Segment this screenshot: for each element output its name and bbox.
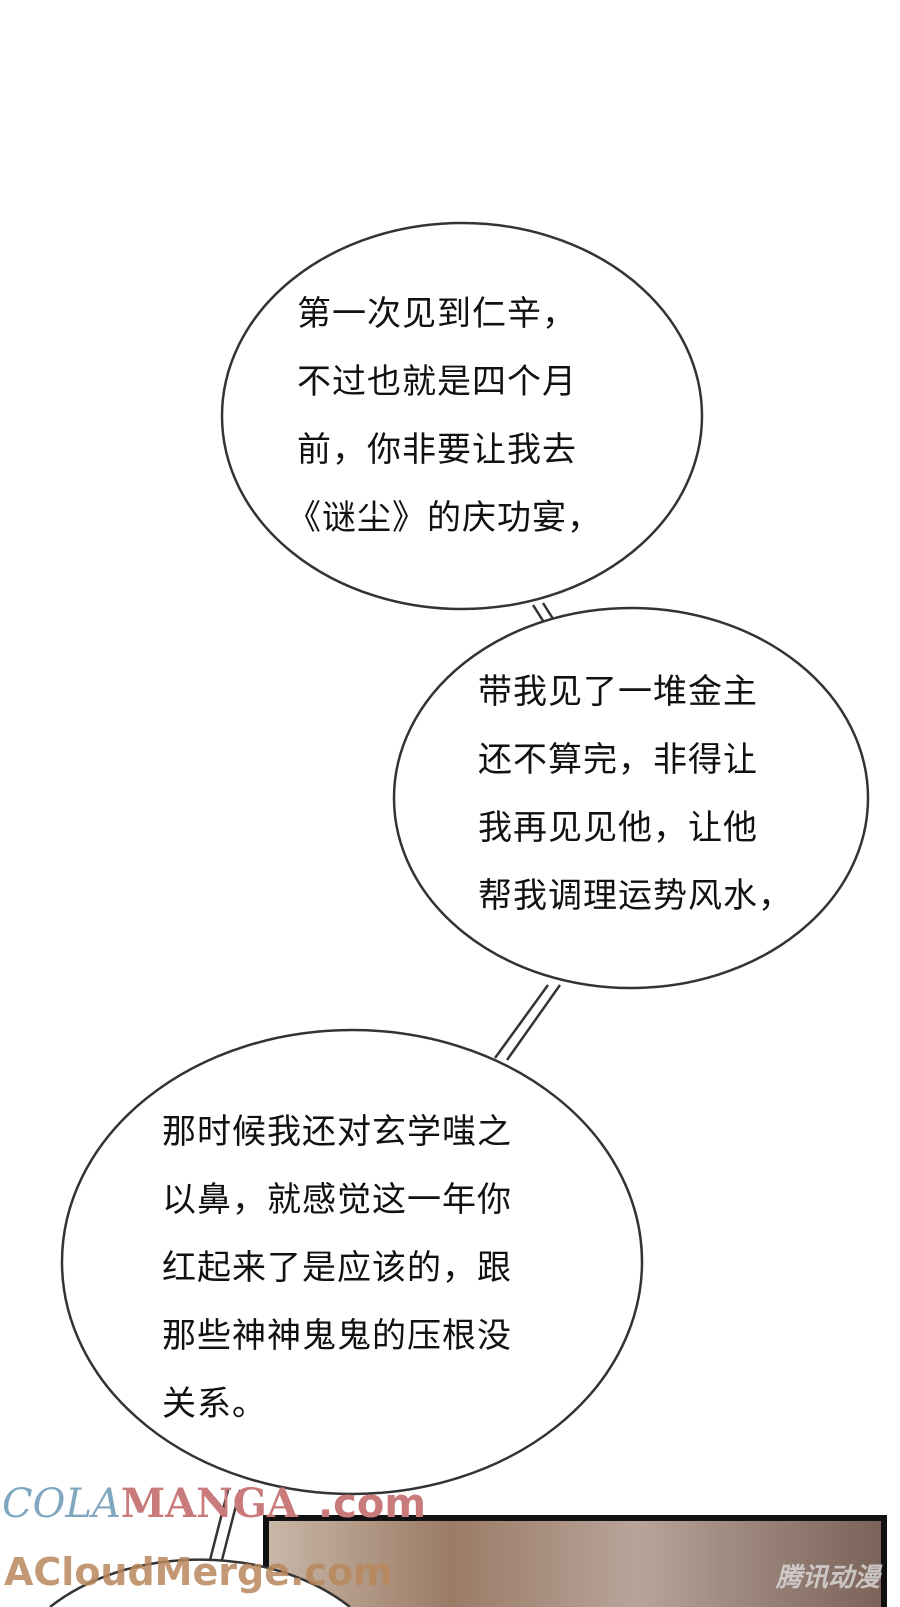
watermark-part: .com	[317, 1481, 427, 1527]
speech-bubble-1	[220, 221, 704, 611]
text-line: 关系。	[162, 1384, 267, 1424]
speech-bubble-3	[60, 1028, 644, 1496]
watermark-acloudmerge: ACloudMerge.com	[4, 1550, 393, 1594]
text-line: 那些神神鬼鬼的压根没	[162, 1316, 512, 1356]
text-line: 帮我调理运势风水，	[478, 876, 793, 916]
watermark-colamanga: COLAMANGA .com	[2, 1480, 426, 1528]
bubble-2-text: 带我见了一堆金主 还不算完，非得让 我再见见他，让他 帮我调理运势风水，	[478, 658, 793, 930]
text-line: 以鼻，就感觉这一年你	[162, 1180, 512, 1220]
watermark-part: MANGA	[120, 1480, 298, 1527]
text-line: 那时候我还对玄学嗤之	[162, 1112, 512, 1152]
speech-bubble-4	[49, 1558, 351, 1607]
text-line: 不过也就是四个月	[297, 362, 577, 402]
bubble-3-text: 那时候我还对玄学嗤之 以鼻，就感觉这一年你 红起来了是应该的，跟 那些神神鬼鬼的…	[162, 1098, 512, 1438]
image-panel	[263, 1515, 887, 1607]
bubble-1-text: 第一次见到仁辛， 不过也就是四个月 前，你非要让我去 《谜尘》的庆功宴，	[287, 280, 602, 552]
text-line: 带我见了一堆金主	[478, 672, 758, 712]
text-line: 我再见见他，让他	[478, 808, 758, 848]
watermark-part: COLA	[2, 1481, 121, 1527]
text-line: 第一次见到仁辛，	[297, 294, 577, 334]
text-line: 红起来了是应该的，跟	[162, 1248, 512, 1288]
text-line: 《谜尘》的庆功宴，	[287, 498, 602, 538]
text-line: 前，你非要让我去	[297, 430, 577, 470]
text-line: 还不算完，非得让	[478, 740, 758, 780]
speech-bubble-2	[392, 606, 870, 990]
publisher-logo: 腾讯动漫	[775, 1563, 880, 1593]
